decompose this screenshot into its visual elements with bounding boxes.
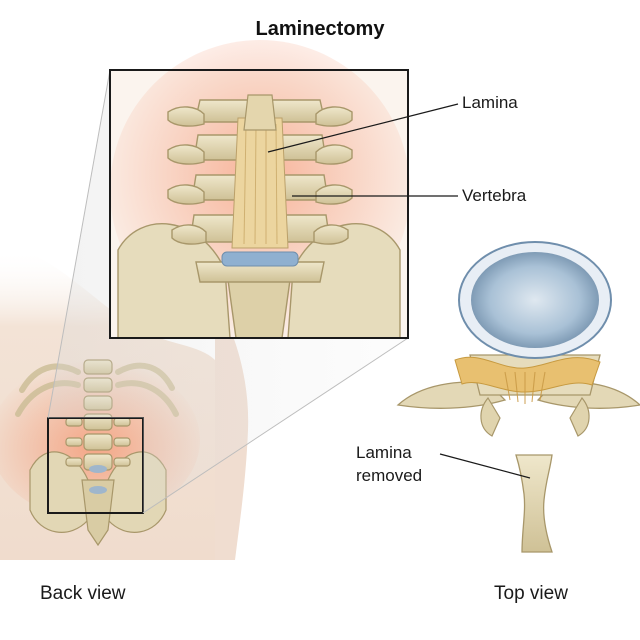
inset-panel [109,40,410,340]
inset-vertebrae [167,99,353,283]
inset-disc [221,251,299,267]
label-lamina-removed-line1: Lamina [356,443,412,462]
exposed-lamina-area [231,117,289,249]
label-lamina: Lamina [462,93,518,112]
top-view-figure [396,241,640,553]
label-vertebra: Vertebra [462,186,527,205]
diagram-title: Laminectomy [255,18,385,40]
leader-lines [267,103,531,479]
removed-lamina-piece [515,454,553,553]
label-top-view: Top view [494,583,568,604]
label-lamina-removed-line2: removed [356,466,423,485]
label-back-view: Back view [40,583,126,604]
